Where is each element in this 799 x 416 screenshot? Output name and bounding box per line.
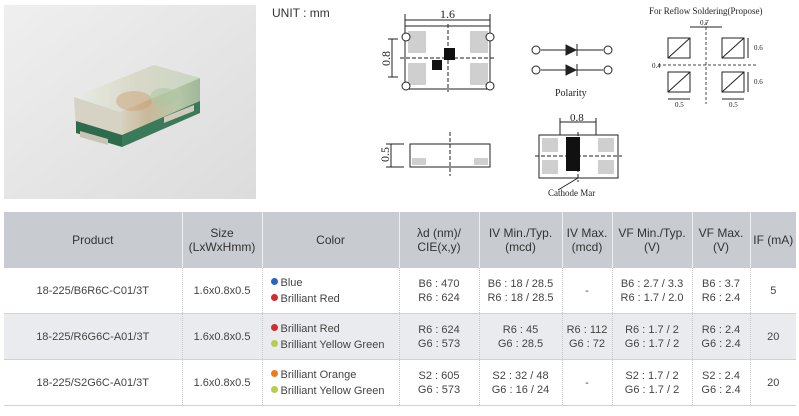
reflow-dim-left: 0.4	[652, 62, 661, 70]
color-dot-icon	[270, 293, 278, 301]
product-name: 18-225/S2G6C-A01/3T	[4, 359, 182, 406]
header-product: Product	[4, 212, 182, 268]
polarity-diagram	[531, 44, 613, 76]
if-cell: 20	[749, 313, 796, 360]
polarity-label: Polarity	[555, 88, 587, 99]
unit-label: UNIT : mm	[272, 6, 330, 20]
table-row: 18-225/R6G6C-A01/3T 1.6x0.8x0.5 Brillian…	[4, 313, 796, 360]
size-cell: 1.6x0.8x0.5	[181, 313, 262, 360]
dimension-drawings: 1.6 0.8 Polarity For Reflow Soldering(Pr…	[378, 6, 763, 198]
header-iv-typ: IV Min./Typ.(mcd)	[478, 212, 562, 268]
reflow-dim-right-bottom: 0.6	[754, 78, 763, 86]
size-cell: 1.6x0.8x0.5	[181, 359, 262, 406]
color-item: Brilliant Red	[270, 322, 397, 336]
header-color: Color	[261, 212, 399, 268]
color-dot-icon	[270, 339, 278, 347]
header-wavelength: λd (nm)/CIE(x,y)	[398, 212, 479, 268]
color-dot-icon	[270, 385, 278, 393]
iv-max-cell: -	[561, 268, 612, 314]
product-photo	[4, 5, 256, 199]
product-name: 18-225/R6G6C-A01/3T	[4, 313, 182, 360]
color-item: Brilliant Red	[270, 292, 397, 306]
color-item: Brilliant Yellow Green	[270, 384, 397, 398]
height-dimension: 0.5	[378, 147, 392, 162]
color-cell: Brilliant Red Brilliant Yellow Green	[261, 313, 399, 360]
if-cell: 5	[749, 268, 796, 314]
header-iv-max: IV Max.(mcd)	[561, 212, 612, 268]
color-item: Brilliant Yellow Green	[270, 338, 397, 352]
header-if: IF (mA)	[749, 212, 796, 268]
table-row: 18-225/B6R6C-C01/3T 1.6x0.8x0.5 Blue Bri…	[4, 268, 796, 314]
size-cell: 1.6x0.8x0.5	[181, 268, 262, 314]
color-cell: Brilliant Orange Brilliant Yellow Green	[261, 359, 399, 406]
led-chip-image	[4, 5, 256, 199]
header-size: Size(LxWxHmm)	[181, 212, 262, 268]
reflow-pad-diagram	[658, 22, 758, 104]
reflow-dim-top: 0.7	[700, 19, 709, 27]
color-cell: Blue Brilliant Red	[261, 268, 399, 314]
width-dimension: 0.8	[379, 51, 393, 66]
cathode-mark-label: Cathode Mar	[548, 188, 595, 198]
color-dot-icon	[270, 277, 278, 285]
bottom-dimension: 0.8	[570, 112, 584, 124]
color-dot-icon	[270, 369, 278, 377]
product-name: 18-225/B6R6C-C01/3T	[4, 268, 182, 314]
if-cell: 20	[749, 359, 796, 406]
spec-table: Product Size(LxWxHmm) Color λd (nm)/CIE(…	[4, 212, 796, 406]
table-header-row: Product Size(LxWxHmm) Color λd (nm)/CIE(…	[4, 212, 796, 268]
header-vf-max: VF Max.(V)	[691, 212, 750, 268]
table-row: 18-225/S2G6C-A01/3T 1.6x0.8x0.5 Brillian…	[4, 359, 796, 406]
color-item: Brilliant Orange	[270, 368, 397, 382]
color-item: Blue	[270, 276, 397, 290]
header-vf-typ: VF Min./Typ.(V)	[611, 212, 692, 268]
side-view-drawing	[386, 132, 491, 176]
color-dot-icon	[270, 323, 278, 331]
reflow-dim-bottom-right: 0.5	[729, 101, 738, 109]
reflow-dim-right-top: 0.6	[754, 44, 763, 52]
length-dimension: 1.6	[440, 7, 455, 21]
reflow-title: For Reflow Soldering(Propose)	[649, 6, 763, 16]
spec-table-container: Product Size(LxWxHmm) Color λd (nm)/CIE(…	[4, 212, 796, 406]
iv-max-cell: -	[561, 359, 612, 406]
reflow-dim-bottom-left: 0.5	[675, 101, 684, 109]
